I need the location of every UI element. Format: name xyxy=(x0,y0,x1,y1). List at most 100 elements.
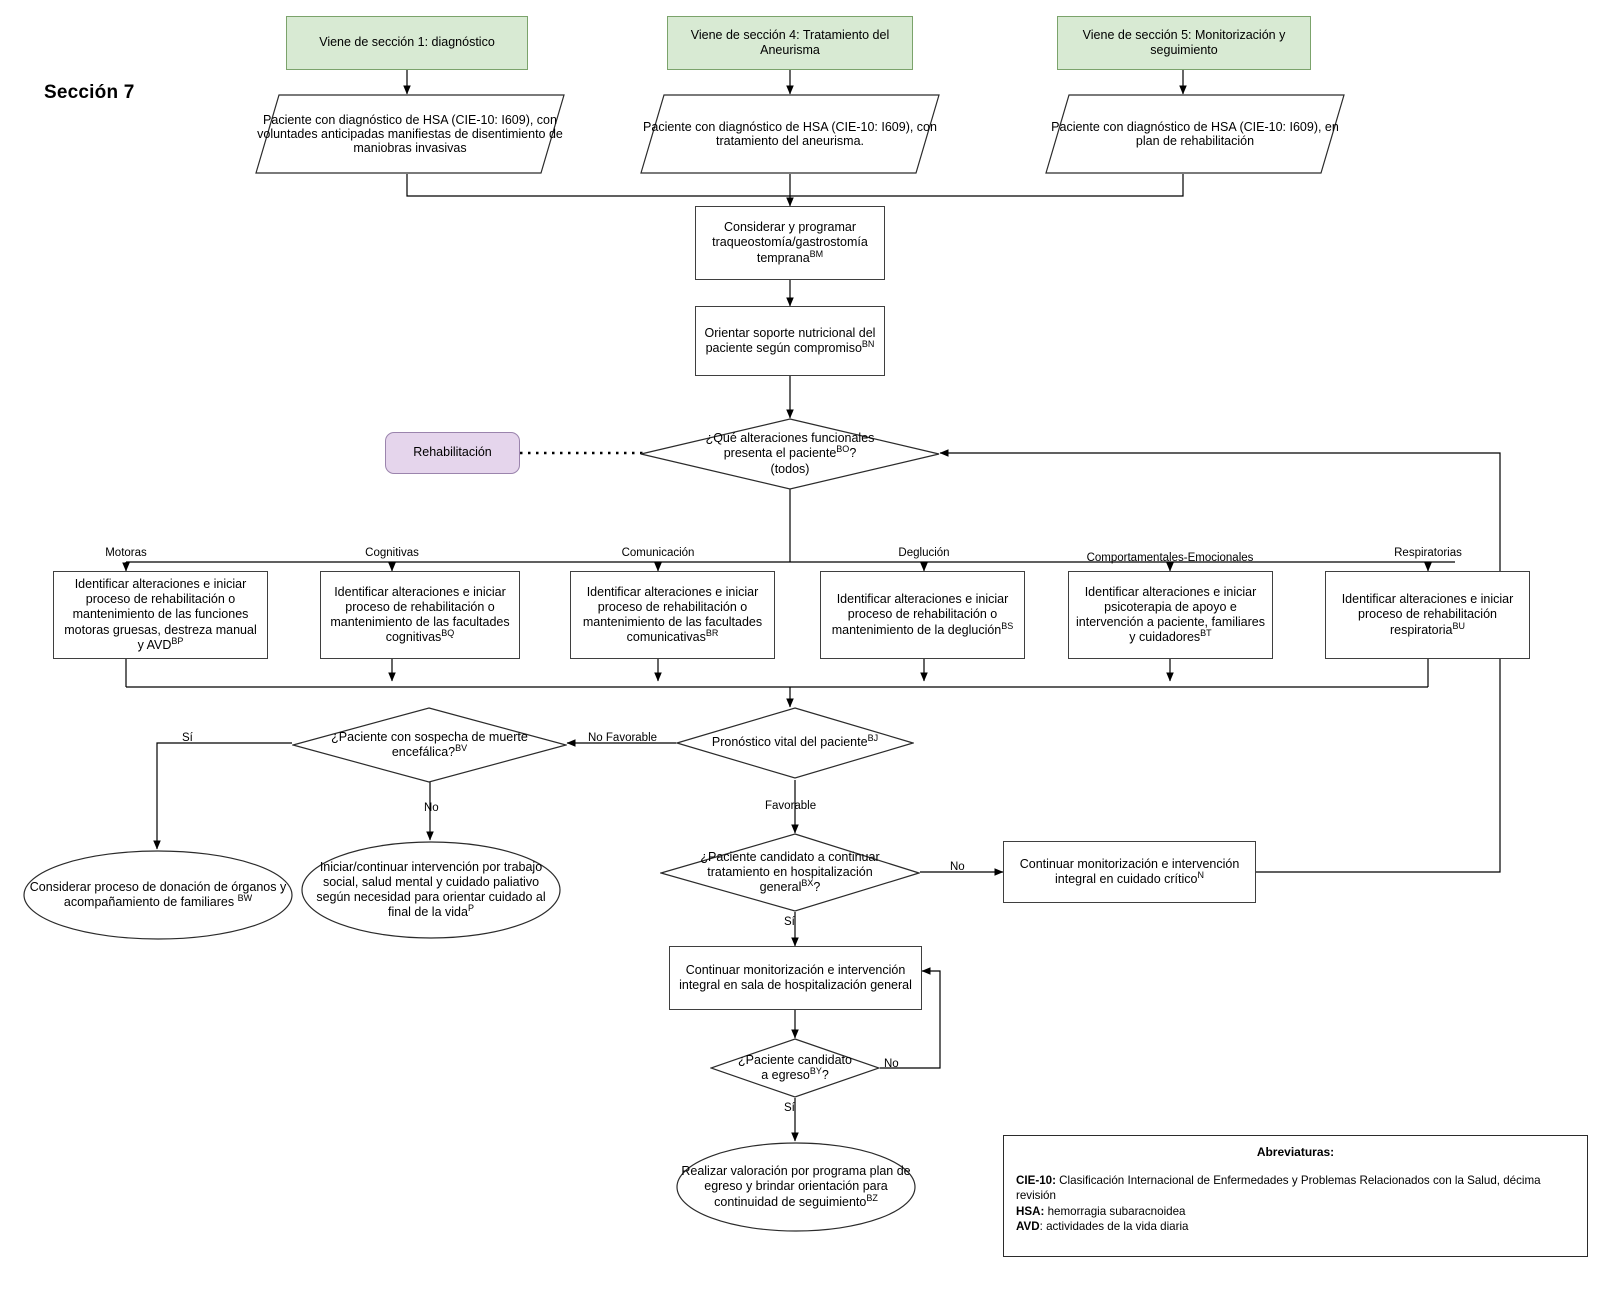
branch-box-cognitivas-note: BQ xyxy=(441,628,455,639)
branch-label-respiratorias: Respiratorias xyxy=(1394,547,1462,559)
terminal-paliativo-note: P xyxy=(467,903,474,914)
terminal-egreso-note: BZ xyxy=(866,1192,878,1203)
rehabilitacion-tag[interactable]: Rehabilitación xyxy=(385,432,520,474)
terminator-seccion-4[interactable]: Viene de sección 4: Tratamiento del Aneu… xyxy=(667,16,913,70)
diamond-shape xyxy=(709,1038,881,1098)
branch-box-motoras[interactable]: Identificar alteraciones e iniciar proce… xyxy=(53,571,268,659)
terminal-plan-egreso[interactable]: Realizar valoración por programa plan de… xyxy=(675,1141,917,1233)
process-soporte-nutricional[interactable]: Orientar soporte nutricional del pacient… xyxy=(695,306,885,376)
diamond-shape xyxy=(290,707,569,783)
input-paciente-rehabilitacion-label: Paciente con diagnóstico de HSA (CIE-10:… xyxy=(1051,120,1339,148)
branch-box-comunicacion-text: Identificar alteraciones e iniciar proce… xyxy=(582,584,763,645)
decision-muerte-line1: ¿Paciente con sospecha de muerte xyxy=(331,729,528,744)
branch-box-deglucion[interactable]: Identificar alteraciones e iniciar proce… xyxy=(820,571,1025,659)
input-paciente-voluntades[interactable]: Paciente con diagnóstico de HSA (CIE-10:… xyxy=(255,94,565,174)
branch-box-respiratorias-text: Identificar alteraciones e iniciar proce… xyxy=(1341,592,1514,637)
edge-label-no-muerte: No xyxy=(424,802,439,814)
edge-label-no-favorable: No Favorable xyxy=(588,732,658,744)
decision-muerte-encefalica[interactable]: ¿Paciente con sospecha de muerte encefál… xyxy=(290,707,569,783)
abbreviation-cie10-term: CIE-10: xyxy=(1016,1173,1056,1187)
decision-hosp-tail: ? xyxy=(813,880,821,895)
decision-egreso-note: BY xyxy=(809,1065,822,1076)
decision-alteraciones-note: BO xyxy=(836,444,850,455)
rehabilitacion-tag-label: Rehabilitación xyxy=(413,445,492,460)
decision-muerte-note: BV xyxy=(455,742,468,753)
decision-alteraciones-tail: ? xyxy=(849,446,857,461)
branch-box-comportamentales-text: Identificar alteraciones e iniciar psico… xyxy=(1076,584,1265,645)
ellipse-shape xyxy=(23,850,293,940)
ellipse-shape xyxy=(676,1142,916,1232)
edge-label-no-egreso: No xyxy=(884,1058,899,1070)
edge-label-si-muerte: Sí xyxy=(182,732,193,744)
decision-pronostico-note: BJ xyxy=(867,733,879,744)
decision-alteraciones-line1: ¿Qué alteraciones funcionales xyxy=(705,431,875,446)
process-cuidado-critico[interactable]: Continuar monitorización e intervención … xyxy=(1003,841,1256,903)
branch-box-respiratorias-note: BU xyxy=(1452,620,1466,631)
parallelogram-shape xyxy=(255,94,565,174)
process-soporte-nutricional-note: BN xyxy=(861,338,875,349)
abbreviations-heading: Abreviaturas: xyxy=(1256,1145,1335,1159)
process-sala-hospitalizacion-text: Continuar monitorización e intervención … xyxy=(679,962,912,992)
branch-box-cognitivas-text: Identificar alteraciones e iniciar proce… xyxy=(330,584,510,645)
decision-pronostico-vital[interactable]: Pronóstico vital del pacienteBJ xyxy=(674,707,916,779)
edge-label-si-hospitalizacion: Sí xyxy=(784,916,795,928)
ellipse-shape xyxy=(301,841,561,939)
branch-box-deglucion-note: BS xyxy=(1001,620,1014,631)
branch-box-comportamentales-note: BT xyxy=(1200,628,1212,639)
decision-egreso-tail: ? xyxy=(821,1068,829,1082)
abbreviation-hsa-desc: hemorragia subaracnoidea xyxy=(1044,1204,1186,1218)
abbreviation-avd-term: AVD xyxy=(1016,1220,1040,1234)
branch-label-comportamentales: Comportamentales-Emocionales xyxy=(1086,552,1254,564)
terminal-paliativo-text: Iniciar/continuar intervención por traba… xyxy=(316,859,546,920)
abbreviation-cie10-desc: Clasificación Internacional de Enfermeda… xyxy=(1016,1173,1541,1203)
branch-box-motoras-text: Identificar alteraciones e iniciar proce… xyxy=(64,576,257,652)
decision-candidato-egreso[interactable]: ¿Paciente candidato a egresoBY? xyxy=(709,1038,881,1098)
terminator-seccion-1[interactable]: Viene de sección 1: diagnóstico xyxy=(286,16,528,70)
decision-hosp-line2: tratamiento en hospitalización xyxy=(707,864,873,879)
process-cuidado-critico-text: Continuar monitorización e intervención … xyxy=(1019,856,1240,886)
terminator-seccion-1-label: Viene de sección 1: diagnóstico xyxy=(319,35,495,50)
edge-label-no-hospitalizacion: No xyxy=(950,861,965,873)
input-paciente-rehabilitacion[interactable]: Paciente con diagnóstico de HSA (CIE-10:… xyxy=(1045,94,1345,174)
branch-box-cognitivas[interactable]: Identificar alteraciones e iniciar proce… xyxy=(320,571,520,659)
branch-label-motoras: Motoras xyxy=(105,547,147,559)
parallelogram-shape xyxy=(1045,94,1345,174)
branch-box-motoras-note: BP xyxy=(171,635,184,646)
input-paciente-aneurisma[interactable]: Paciente con diagnóstico de HSA (CIE-10:… xyxy=(640,94,940,174)
branch-box-respiratorias[interactable]: Identificar alteraciones e iniciar proce… xyxy=(1325,571,1530,659)
diamond-shape xyxy=(640,418,940,490)
abbreviation-cie10: CIE-10: Clasificación Internacional de E… xyxy=(1016,1173,1575,1204)
abbreviation-hsa-term: HSA: xyxy=(1016,1204,1045,1218)
edge-label-si-egreso: Sí xyxy=(784,1102,795,1114)
decision-alteraciones-funcionales[interactable]: ¿Qué alteraciones funcionales presenta e… xyxy=(640,418,940,490)
process-traqueostomia-note: BM xyxy=(809,248,824,259)
parallelogram-shape xyxy=(640,94,940,174)
decision-candidato-hospitalizacion[interactable]: ¿Paciente candidato a continuar tratamie… xyxy=(658,833,922,912)
decision-alteraciones-line2: presenta el paciente xyxy=(723,446,837,461)
decision-muerte-line2: encefálica? xyxy=(391,745,456,759)
decision-alteraciones-line3: (todos) xyxy=(770,461,810,476)
terminal-egreso-text: Realizar valoración por programa plan de… xyxy=(681,1164,911,1209)
branch-label-deglucion: Deglución xyxy=(898,547,950,559)
terminal-cuidado-paliativo[interactable]: Iniciar/continuar intervención por traba… xyxy=(300,840,562,940)
decision-hosp-note: BX xyxy=(801,877,814,888)
terminal-donacion-text: Considerar proceso de donación de órgano… xyxy=(29,879,287,909)
process-sala-hospitalizacion[interactable]: Continuar monitorización e intervención … xyxy=(669,946,922,1010)
abbreviations-box: Abreviaturas: CIE-10: Clasificación Inte… xyxy=(1003,1135,1588,1257)
decision-hosp-line1: ¿Paciente candidato a continuar xyxy=(700,849,880,864)
branch-box-comportamentales[interactable]: Identificar alteraciones e iniciar psico… xyxy=(1068,571,1273,659)
edge-label-favorable: Favorable xyxy=(765,800,817,812)
process-traqueostomia-label: Considerar y programar traqueostomía/gas… xyxy=(712,220,868,265)
terminator-seccion-5[interactable]: Viene de sección 5: Monitorización y seg… xyxy=(1057,16,1311,70)
branch-box-comunicacion[interactable]: Identificar alteraciones e iniciar proce… xyxy=(570,571,775,659)
branch-label-comunicacion: Comunicación xyxy=(621,547,695,559)
terminal-donacion-note: BW xyxy=(237,892,253,903)
process-traqueostomia[interactable]: Considerar y programar traqueostomía/gas… xyxy=(695,206,885,280)
diamond-shape xyxy=(674,707,916,779)
abbreviation-avd-desc: : actividades de la vida diaria xyxy=(1039,1220,1189,1234)
terminal-donacion-organos[interactable]: Considerar proceso de donación de órgano… xyxy=(22,849,294,941)
diamond-shape xyxy=(658,833,922,912)
input-paciente-voluntades-label: Paciente con diagnóstico de HSA (CIE-10:… xyxy=(257,113,563,155)
